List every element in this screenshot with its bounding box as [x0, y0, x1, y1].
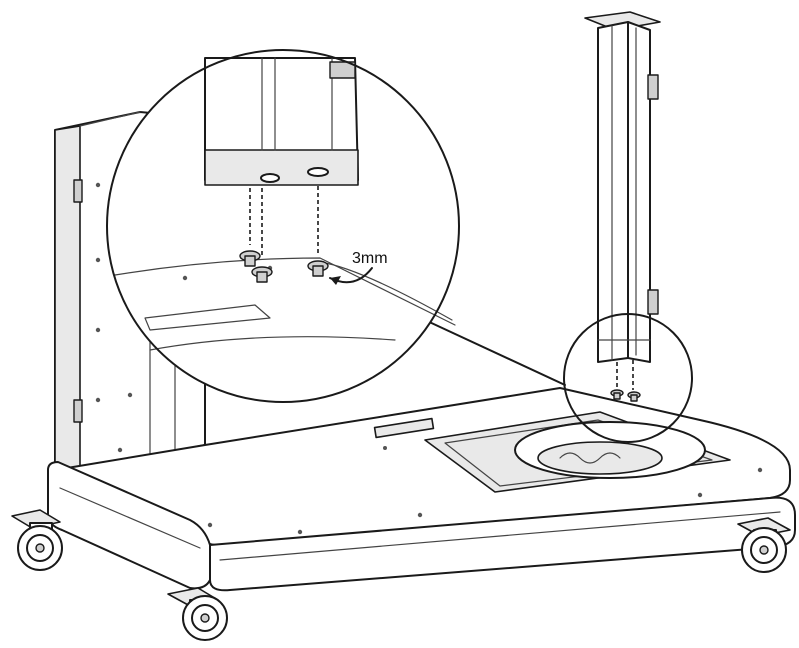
detail-callout-small — [563, 313, 693, 443]
base-platform — [47, 387, 796, 592]
screw-icon — [251, 266, 273, 283]
upright-post — [584, 11, 661, 390]
callout-leader-line — [424, 319, 566, 386]
screw-icon — [610, 389, 624, 400]
caster-wheel-icon — [167, 587, 228, 641]
caster-wheel-icon — [11, 509, 63, 571]
caster-wheel-icon — [737, 517, 791, 573]
screw-icon — [239, 250, 261, 267]
screw-size-label: 3mm — [352, 250, 388, 267]
screw-icon — [627, 391, 641, 402]
screw-icon — [307, 260, 329, 277]
detail-callout-large — [106, 49, 460, 403]
